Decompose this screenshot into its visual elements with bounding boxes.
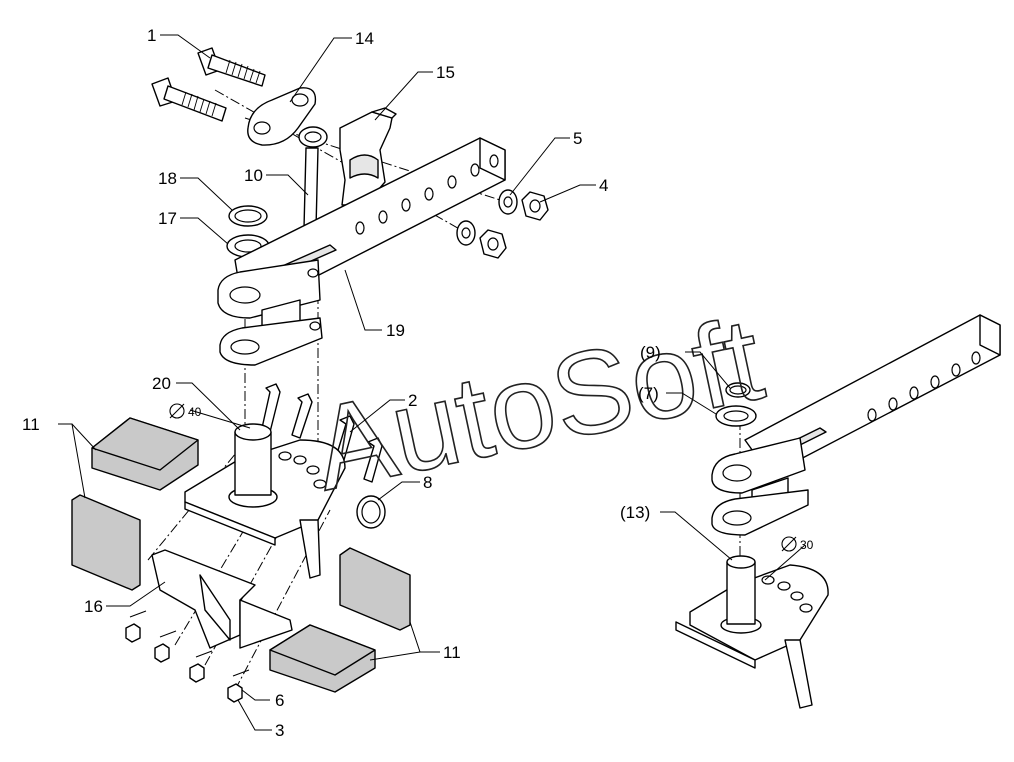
callout-16: 16	[84, 597, 103, 616]
lynch-pin-part-10	[298, 126, 328, 235]
callout-14: 14	[355, 29, 374, 48]
callout-6: 6	[275, 691, 284, 710]
rubber-pads-part-11	[71, 417, 411, 693]
nut-part-4-upper	[521, 191, 549, 221]
callout-7: (7)	[638, 384, 659, 403]
bracket-part-16	[151, 549, 293, 649]
diameter-mark-right: 30	[781, 536, 814, 552]
washer-part-7	[715, 405, 757, 427]
washer-part-5-upper	[498, 189, 518, 215]
dimension-label-pin-40: 40	[188, 405, 202, 419]
bolt-upper	[197, 47, 266, 87]
callout-11-right: 11	[443, 643, 461, 662]
dimension-label-pin-30: 30	[800, 538, 814, 552]
callout-leaders	[58, 34, 806, 731]
snap-ring-part-18	[228, 205, 268, 227]
watermark-text: AutoSoft	[303, 293, 773, 516]
washers-part-6	[129, 610, 250, 677]
snap-ring-part-8	[356, 495, 386, 529]
callout-18: 18	[158, 169, 177, 188]
callout-10: 10	[244, 166, 263, 185]
callout-17: 17	[158, 209, 177, 228]
callout-11-left: 11	[22, 415, 40, 434]
mounting-plate-right	[675, 564, 829, 709]
callout-2: 2	[408, 391, 417, 410]
callout-20: 20	[152, 374, 171, 393]
pin-part-13	[720, 555, 762, 634]
drawbar-part-19	[217, 137, 506, 366]
callout-1: 1	[147, 26, 156, 45]
nuts-part-3	[125, 623, 243, 703]
callout-3: 3	[275, 721, 284, 740]
callout-8: 8	[423, 473, 432, 492]
mounting-plate	[184, 439, 346, 579]
callout-19: 19	[386, 321, 405, 340]
clamp-part-14	[247, 87, 317, 146]
callout-4: 4	[599, 176, 608, 195]
callout-9: (9)	[640, 343, 661, 362]
callout-numbers: 1 14 15 5 4 18 10 17 19 20 2 11 8 16 11 …	[22, 26, 661, 740]
snap-ring-part-9	[725, 382, 751, 398]
callout-13: (13)	[620, 503, 650, 522]
drawbar-variant-right	[711, 314, 1001, 536]
callout-15: 15	[436, 63, 455, 82]
pin-part-20	[228, 423, 278, 508]
washer-part-5-lower	[456, 220, 476, 246]
callout-5: 5	[573, 129, 582, 148]
clamp-block-part-15	[339, 107, 397, 206]
nut-part-4-lower	[479, 229, 507, 259]
bolt-lower	[151, 77, 227, 122]
diameter-mark-left: 40	[169, 403, 202, 419]
